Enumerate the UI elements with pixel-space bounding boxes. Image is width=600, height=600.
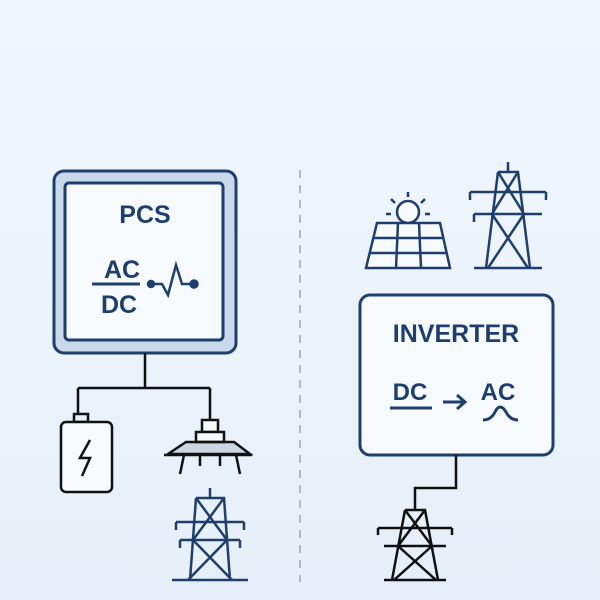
transmission-tower-icon [172,488,248,582]
pcs-title: PCS [119,201,170,229]
inverter-title: INVERTER [393,320,519,348]
inverter-ac-label: AC [481,379,516,406]
battery-icon [59,412,114,494]
solar-panel-icon [364,192,452,270]
transmission-tower-icon [376,502,454,582]
arrow-right-icon [443,393,468,411]
pcs-wiring [76,353,212,420]
transmission-tower-icon [468,162,548,270]
inverter-wiring [413,455,458,502]
waveform-icon [146,260,199,299]
pcs-box: PCS AC DC [52,169,238,355]
sine-wave-icon [482,405,519,422]
pcs-dc-label: DC [101,291,137,319]
inverter-box: INVERTER DC AC [358,293,555,457]
grid-connector-icon [163,418,254,475]
inverter-dc-label: DC [393,379,428,406]
pcs-ac-label: AC [104,256,140,284]
